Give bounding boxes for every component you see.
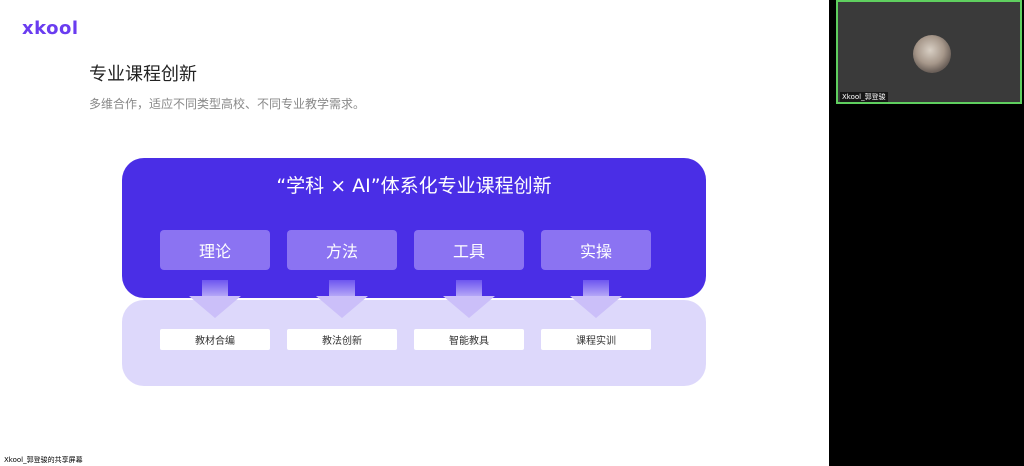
tag-theory: 理论 xyxy=(160,230,270,270)
outcome-textbook: 教材合编 xyxy=(160,329,270,350)
slide-title: 专业课程创新 xyxy=(89,64,197,85)
tag-method: 方法 xyxy=(287,230,397,270)
down-arrow-icon xyxy=(189,296,241,318)
participant-video-tile[interactable]: Xkool_郭登骏 xyxy=(836,0,1022,104)
shared-slide: xkool 专业课程创新 多维合作，适应不同类型高校、不同专业教学需求。 “学科… xyxy=(0,0,829,466)
down-arrow-icon xyxy=(570,296,622,318)
cat-avatar-icon xyxy=(913,35,951,73)
tag-tool: 工具 xyxy=(414,230,524,270)
concept-panel xyxy=(122,158,706,298)
arrow-stem-3 xyxy=(456,280,482,296)
down-arrow-icon xyxy=(316,296,368,318)
participant-name: Xkool_郭登骏 xyxy=(840,92,888,102)
slide-subtitle: 多维合作，适应不同类型高校、不同专业教学需求。 xyxy=(89,97,366,111)
arrow-stem-4 xyxy=(583,280,609,296)
arrow-stem-1 xyxy=(202,280,228,296)
arrow-stem-2 xyxy=(329,280,355,296)
outcome-course-training: 课程实训 xyxy=(541,329,651,350)
xkool-logo: xkool xyxy=(22,18,79,39)
outcome-smart-tools: 智能教具 xyxy=(414,329,524,350)
down-arrow-icon xyxy=(443,296,495,318)
concept-panel-title: “学科 × AI”体系化专业课程创新 xyxy=(276,175,552,197)
screen-share-label: Xkool_郭登骏的共享屏幕 xyxy=(2,455,85,465)
outcome-teaching-innovation: 教法创新 xyxy=(287,329,397,350)
tag-practice: 实操 xyxy=(541,230,651,270)
